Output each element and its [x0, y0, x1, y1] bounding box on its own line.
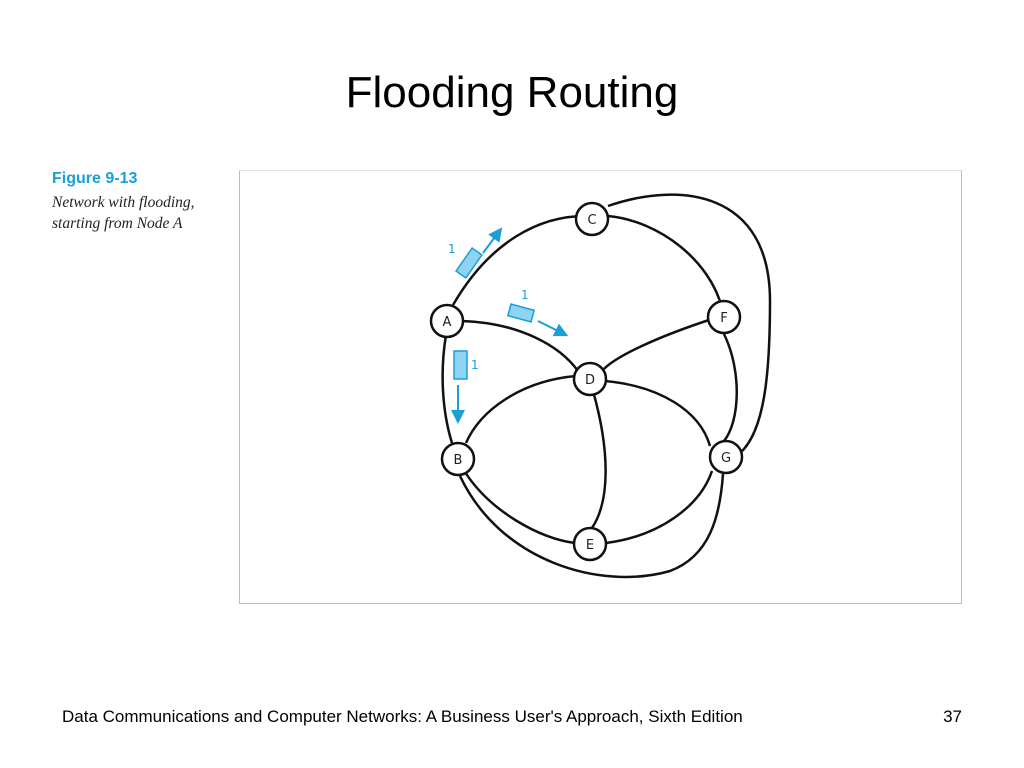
footer-text: Data Communications and Computer Network…: [62, 707, 743, 726]
node-label-e: E: [586, 538, 594, 553]
network-diagram-svg: 1 1 1 C A F D B: [429, 193, 772, 579]
packet-a-b: 1: [451, 350, 479, 424]
edge-d-b: [464, 374, 577, 444]
network-diagram: 1 1 1 C A F D B: [239, 170, 962, 604]
packet-label-a-b: 1: [471, 358, 479, 372]
edge-a-c: [451, 214, 586, 306]
node-label-b: B: [454, 453, 463, 468]
node-b: B: [440, 441, 476, 477]
node-label-f: F: [720, 311, 727, 326]
node-label-d: D: [585, 373, 595, 388]
node-e: E: [572, 526, 608, 562]
node-c: C: [574, 201, 610, 237]
edge-c-g: [607, 193, 772, 454]
node-d: D: [572, 361, 608, 397]
packet-a-d: 1: [506, 288, 569, 337]
edge-d-g: [604, 379, 712, 447]
edge-b-e: [463, 471, 576, 545]
node-label-c: C: [587, 213, 596, 228]
edge-f-d: [601, 317, 713, 372]
edge-c-f: [607, 214, 724, 309]
edge-d-e: [590, 390, 607, 529]
packet-label-a-d: 1: [521, 288, 529, 302]
node-a: A: [429, 303, 465, 339]
packet-label-a-c: 1: [448, 242, 456, 256]
edge-b-g: [458, 473, 725, 579]
slide-title: Flooding Routing: [345, 68, 679, 117]
figure-caption-text: Network with flooding, starting from Nod…: [52, 194, 195, 232]
edge-a-b: [441, 334, 454, 444]
node-g: G: [708, 439, 744, 475]
figure-number: Figure 9-13: [52, 170, 138, 187]
node-f: F: [706, 299, 742, 335]
edge-e-g: [605, 470, 714, 545]
node-label-a: A: [443, 315, 452, 330]
figure-caption: Figure 9-13 Network with flooding, start…: [52, 170, 232, 234]
page-number: 37: [943, 707, 962, 726]
edge-a-d: [461, 319, 580, 372]
edge-f-g: [722, 333, 738, 442]
node-label-g: G: [721, 451, 731, 466]
packet-a-c: 1: [448, 227, 503, 279]
